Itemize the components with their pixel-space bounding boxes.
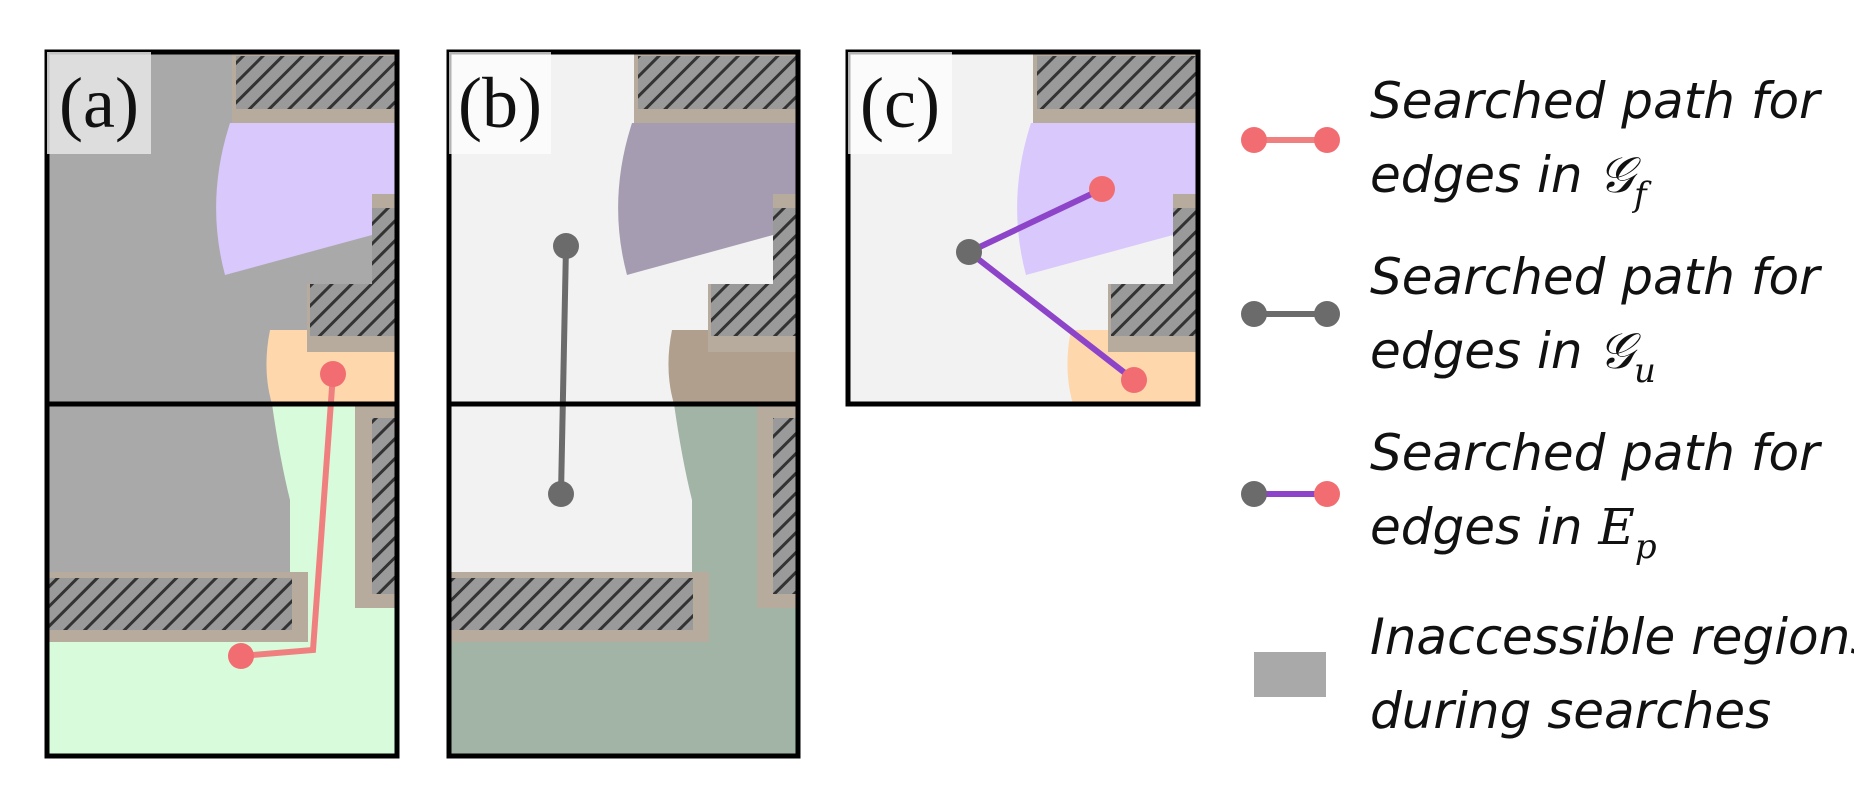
searched-path-gf	[240, 373, 336, 659]
legend-line-2: during searches	[1370, 682, 1772, 740]
legend-entry-gf: Searched path for edges in 𝒢f	[1370, 64, 1820, 218]
legend-line-2: edges in Ep	[1370, 490, 1820, 570]
obstacle-hatched	[773, 418, 798, 594]
panel-label-b: (b)	[449, 52, 551, 154]
path-node	[553, 233, 579, 259]
orange-region	[1067, 330, 1198, 404]
math-symbol: E	[1598, 498, 1635, 556]
legend-node	[1241, 481, 1267, 507]
legend-symbols	[1241, 127, 1340, 697]
obstacle-hatched	[310, 284, 397, 336]
path-node	[1121, 367, 1147, 393]
legend-line-2: edges in 𝒢f	[1370, 138, 1820, 218]
orange-region-dimmed	[668, 330, 798, 404]
obstacle-hatched	[47, 578, 292, 630]
searched-path-ep	[967, 249, 1136, 383]
obstacle-hatched	[372, 208, 397, 284]
legend-line-1: Searched path for	[1370, 424, 1820, 482]
obstacle-hatched	[1173, 208, 1198, 284]
path-node	[320, 361, 346, 387]
obstacle-hatched	[1111, 284, 1198, 336]
legend-node	[1314, 301, 1340, 327]
panel-label-a: (a)	[47, 52, 151, 154]
purple-region	[216, 123, 397, 275]
math-subscript: p	[1634, 527, 1657, 567]
legend-line-1: Searched path for	[1370, 72, 1820, 130]
path-node	[956, 239, 982, 265]
panel-b	[446, 49, 801, 759]
obstacle-hatched	[1037, 56, 1198, 109]
path-node	[228, 643, 254, 669]
obstacle-hatched	[638, 56, 798, 109]
obstacle-hatched	[773, 208, 798, 284]
legend-node	[1241, 127, 1267, 153]
legend-node	[1241, 301, 1267, 327]
obstacle-hatched	[449, 578, 693, 630]
obstacle-hatched	[236, 56, 397, 109]
purple-region-dimmed	[618, 123, 798, 275]
obstacle-hatched	[372, 418, 397, 594]
math-symbol: 𝒢	[1598, 322, 1635, 380]
panel-frame	[845, 49, 1201, 407]
math-subscript: f	[1634, 175, 1647, 215]
legend-node	[1314, 481, 1340, 507]
legend-entry-ep: Searched path for edges in Ep	[1370, 416, 1820, 570]
legend-text: edges in	[1370, 146, 1599, 204]
legend-entry-inaccessible: Inaccessible regions during searches	[1370, 600, 1854, 748]
obstacle-hatched	[711, 284, 798, 336]
searched-path-gu	[558, 245, 569, 495]
path-node	[1089, 176, 1115, 202]
legend-swatch-inaccessible	[1254, 652, 1326, 697]
panel-a	[44, 49, 400, 759]
searched-path-ep	[967, 186, 1104, 255]
math-symbol: 𝒢	[1598, 146, 1635, 204]
legend-text: edges in	[1370, 498, 1599, 556]
legend-line-2: edges in 𝒢u	[1370, 314, 1820, 394]
inaccessible-region	[47, 404, 290, 572]
legend-entry-gu: Searched path for edges in 𝒢u	[1370, 240, 1820, 394]
legend-line-1: Searched path for	[1370, 248, 1820, 306]
legend-text: edges in	[1370, 322, 1599, 380]
panel-c	[845, 49, 1201, 407]
legend-line-1: Inaccessible regions	[1370, 608, 1854, 666]
legend-node	[1314, 127, 1340, 153]
math-subscript: u	[1634, 351, 1656, 391]
path-node	[548, 481, 574, 507]
panel-label-c: (c)	[848, 52, 952, 154]
